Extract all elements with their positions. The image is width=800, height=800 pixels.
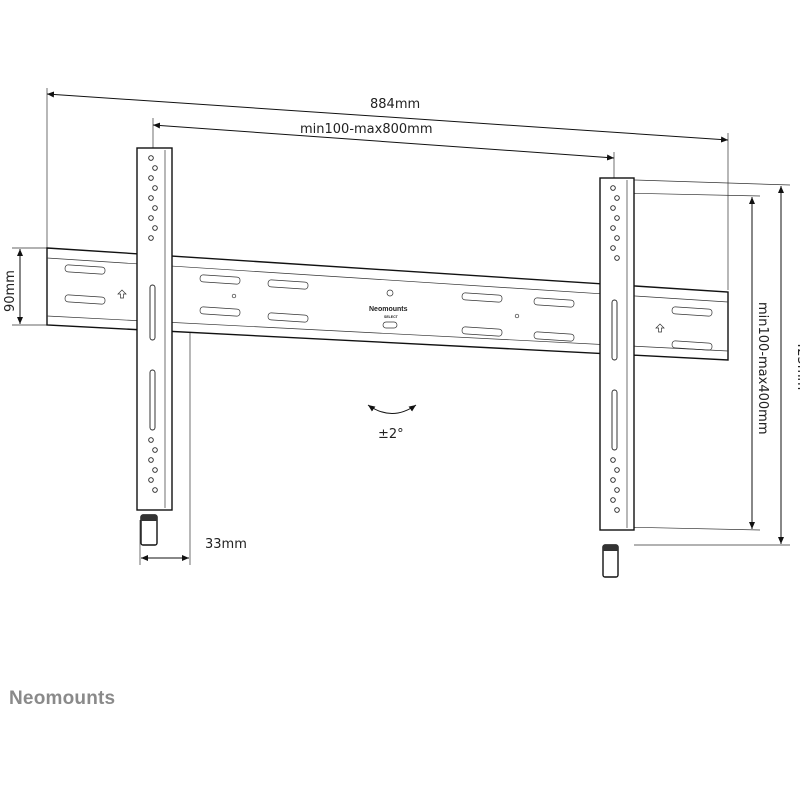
up-arrow-icon — [655, 323, 665, 333]
left-tv-arm — [136, 147, 173, 546]
dimension-total-height-label: 425mm — [794, 340, 800, 390]
dimension-wall-distance: 33mm — [141, 537, 247, 561]
rail-brand-label: Neomounts — [369, 306, 408, 313]
rail-brand-sub-label: SELECT — [384, 315, 399, 319]
dimension-rail-height: 90mm — [3, 249, 23, 324]
dimension-rail-height-label: 90mm — [3, 270, 18, 312]
dimension-total-height: 425mm — [778, 186, 800, 544]
up-arrow-icon — [117, 289, 127, 299]
dimension-wall-distance-label: 33mm — [205, 537, 247, 552]
dimension-horizontal-vesa: min100-max800mm — [152, 122, 615, 161]
tilt-indicator: ±2° — [367, 404, 417, 442]
tilt-label: ±2° — [378, 427, 404, 442]
dimension-total-width: 884mm — [370, 97, 420, 112]
dimension-horizontal-vesa-label: min100-max800mm — [300, 122, 432, 137]
right-tv-arm — [599, 177, 635, 578]
dimension-vertical-vesa: min100-max400mm — [749, 197, 770, 529]
dimension-vertical-vesa-label: min100-max400mm — [755, 302, 770, 434]
footer-brand-logo: Neomounts — [9, 688, 116, 709]
dimension-884: 884mm — [46, 91, 729, 143]
extension-lines — [12, 88, 791, 565]
